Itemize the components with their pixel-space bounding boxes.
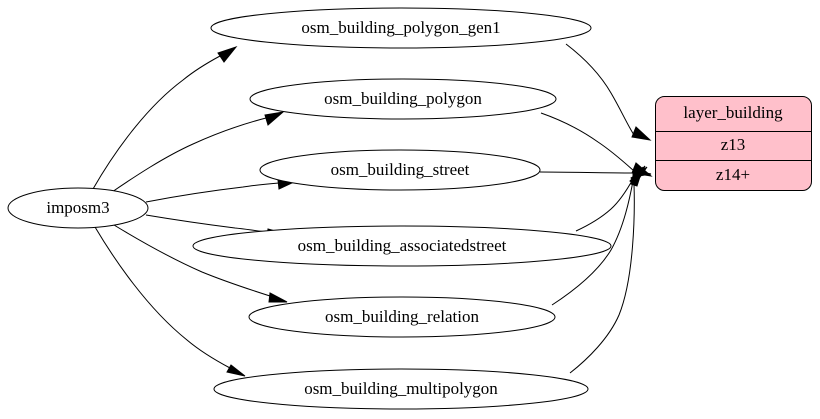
- record-row-z14-label: z14+: [716, 165, 750, 184]
- node-osm-building-street[interactable]: osm_building_street: [259, 149, 541, 191]
- edge-imposm3-to-osm-building-street: [145, 179, 297, 203]
- edge-imposm3-to-osm-building-multipolygon: [94, 226, 246, 377]
- node-osm-building-street-shape[interactable]: [259, 149, 541, 191]
- edge-osm-building-polygon-to-layer-z14: [540, 112, 653, 177]
- node-osm-building-multipolygon[interactable]: osm_building_multipolygon: [213, 368, 589, 410]
- edge-imposm3-to-osm-building-polygon: [111, 111, 285, 193]
- node-osm-building-associatedstreet[interactable]: osm_building_associatedstreet: [192, 225, 612, 267]
- node-osm-building-street-label: osm_building_street: [331, 160, 470, 179]
- node-imposm3-shape[interactable]: [7, 187, 149, 229]
- node-osm-building-polygon-gen1[interactable]: osm_building_polygon_gen1: [210, 7, 592, 49]
- node-osm-building-relation-label: osm_building_relation: [325, 307, 479, 326]
- node-imposm3[interactable]: imposm3: [7, 187, 149, 229]
- node-osm-building-multipolygon-label: osm_building_multipolygon: [304, 379, 498, 398]
- node-osm-building-relation-shape[interactable]: [248, 296, 556, 338]
- edge-imposm3-to-osm-building-polygon-gen1: [92, 45, 238, 190]
- edge-osm-building-polygon-gen1-to-layer-z13: [565, 43, 652, 141]
- node-osm-building-polygon-shape[interactable]: [249, 78, 557, 120]
- node-layer-building[interactable]: layer_building z13 z14+: [655, 96, 812, 191]
- edge-group-tables-to-layer: [539, 43, 653, 374]
- edge-osm-building-multipolygon-to-layer-z14: [569, 166, 644, 374]
- edge-imposm3-to-osm-building-relation: [113, 224, 288, 303]
- node-osm-building-associatedstreet-label: osm_building_associatedstreet: [298, 236, 507, 255]
- node-osm-building-relation[interactable]: osm_building_relation: [248, 296, 556, 338]
- node-osm-building-multipolygon-shape[interactable]: [213, 368, 589, 410]
- node-osm-building-polygon-label: osm_building_polygon: [324, 89, 482, 108]
- node-osm-building-polygon-gen1-shape[interactable]: [210, 7, 592, 49]
- record-row-layer-building-label: layer_building: [683, 103, 783, 122]
- record-row-z13-label: z13: [721, 135, 746, 154]
- node-imposm3-label: imposm3: [46, 198, 109, 217]
- node-osm-building-associatedstreet-shape[interactable]: [192, 225, 612, 267]
- node-layer-building-box[interactable]: [655, 96, 812, 191]
- node-osm-building-polygon[interactable]: osm_building_polygon: [249, 78, 557, 120]
- node-osm-building-polygon-gen1-label: osm_building_polygon_gen1: [301, 18, 500, 37]
